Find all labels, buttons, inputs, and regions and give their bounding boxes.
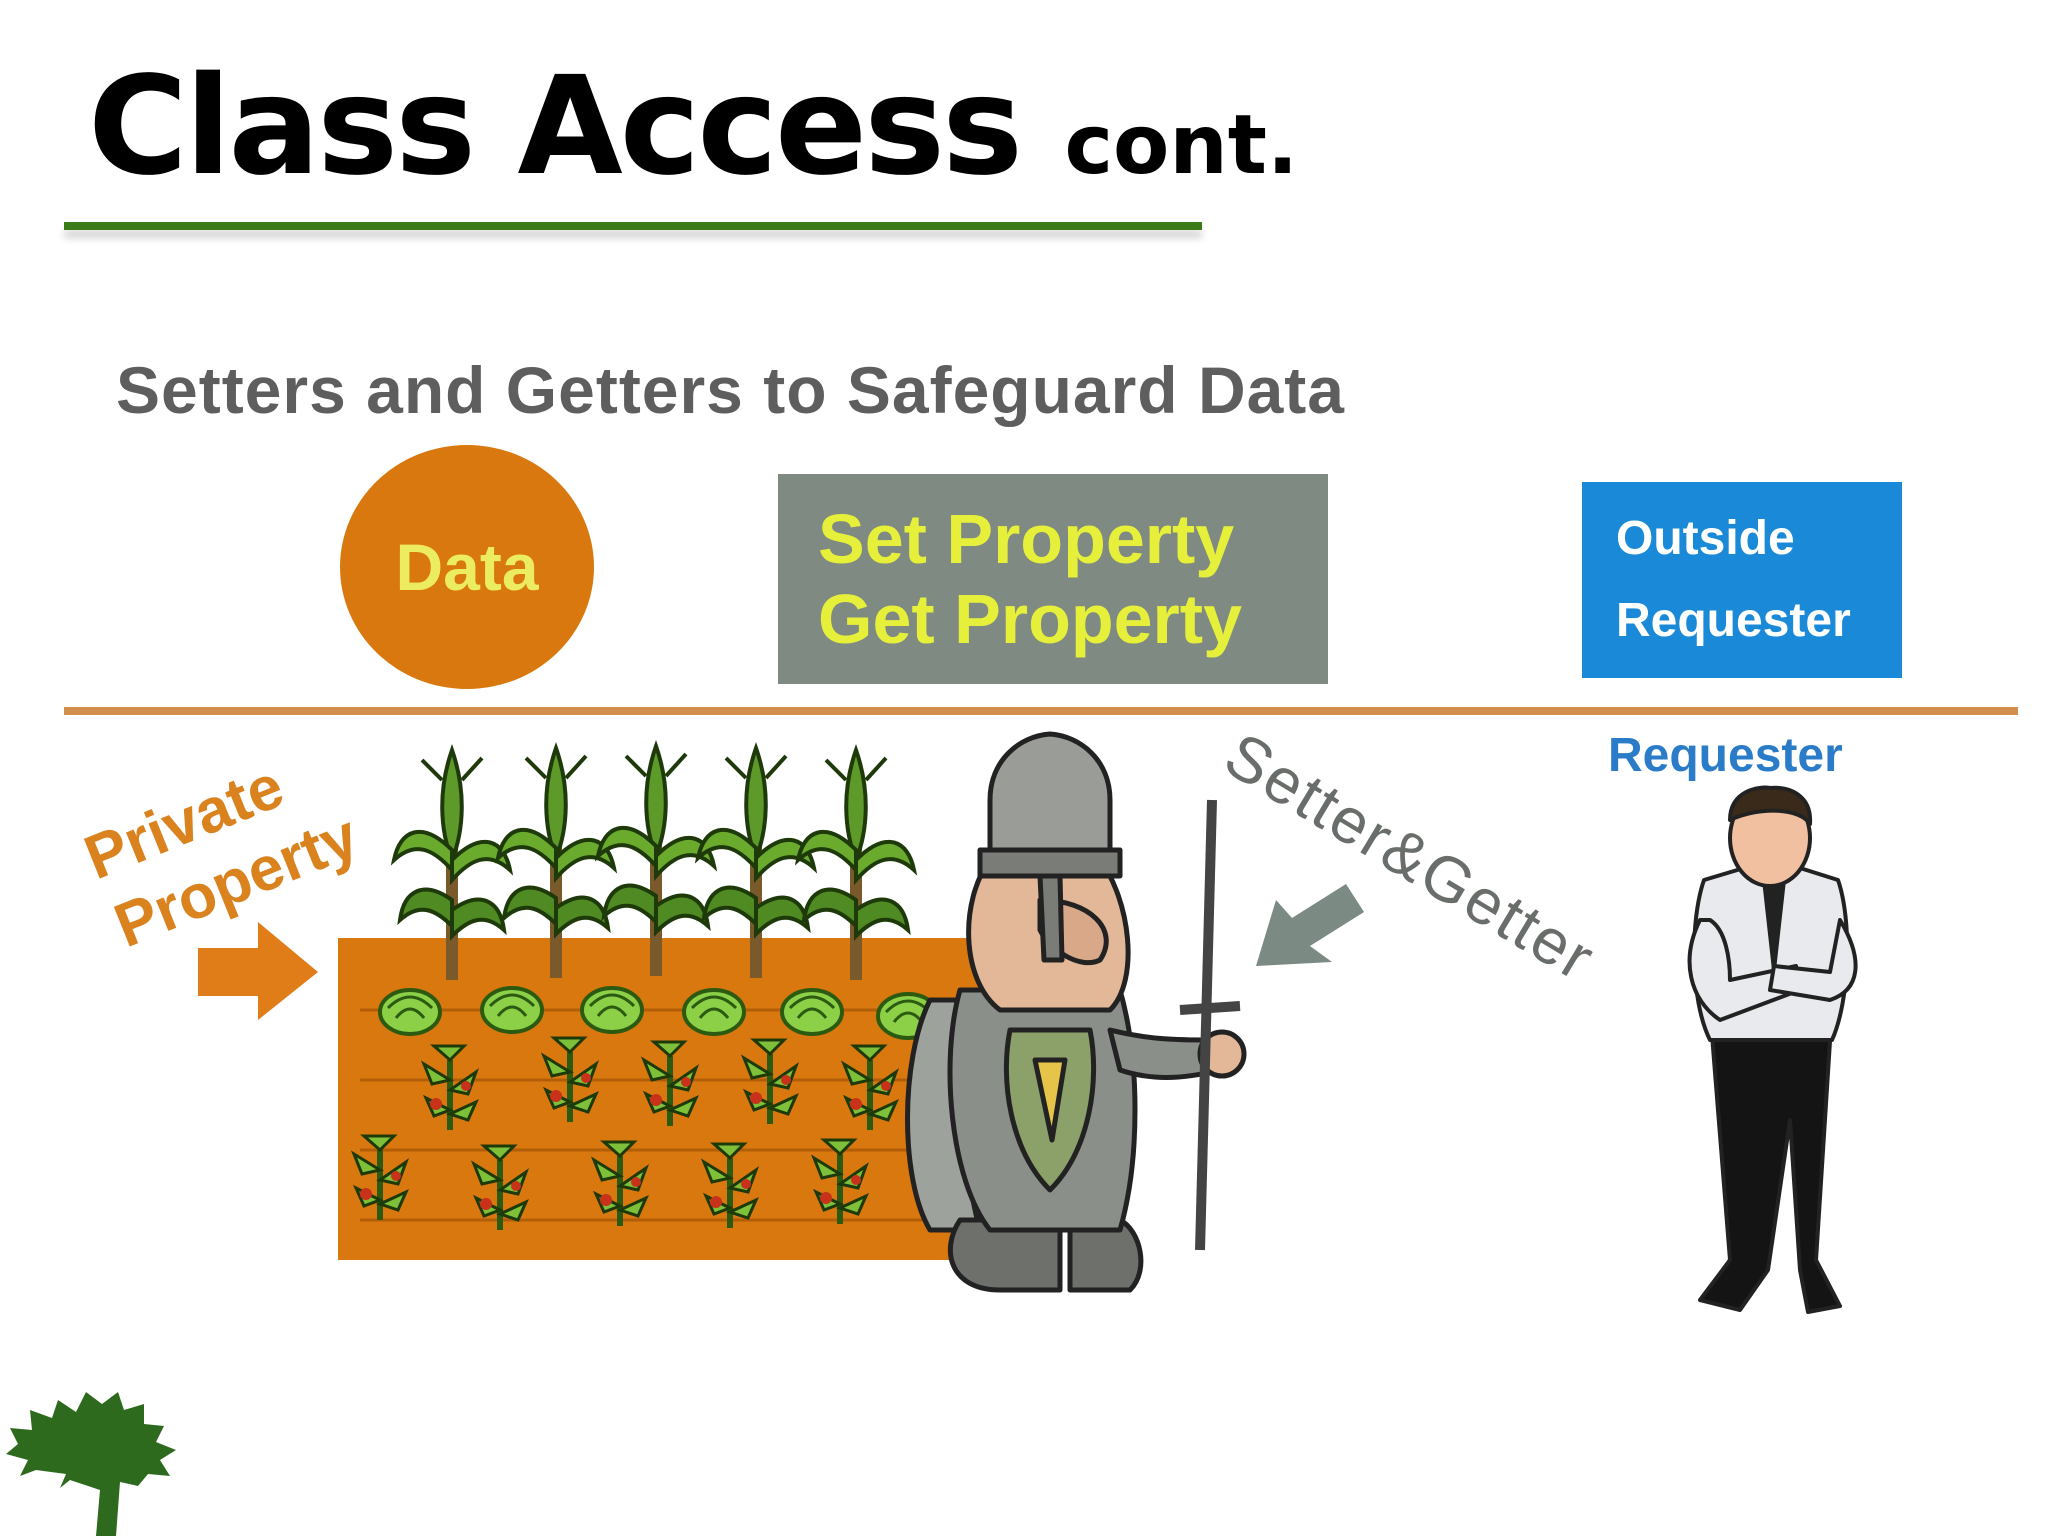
data-node: Data bbox=[340, 445, 594, 689]
slide-title-main: Class Access bbox=[88, 48, 1023, 206]
outside-requester-box: Outside Requester bbox=[1582, 482, 1902, 678]
accessor-box: Set Property Get Property bbox=[778, 474, 1328, 684]
slide-title: Class Access cont. bbox=[88, 52, 1298, 221]
outside-requester-line-2: Requester bbox=[1616, 594, 1851, 647]
requester-label: Requester bbox=[1608, 729, 1843, 782]
set-property-label: Set Property bbox=[818, 500, 1235, 578]
title-underline bbox=[64, 222, 1202, 230]
requester-person-icon bbox=[1687, 785, 1858, 1314]
private-property-label: Private Property bbox=[75, 752, 368, 961]
private-property-arrow-icon bbox=[198, 922, 318, 1020]
divider-line bbox=[64, 707, 2018, 715]
get-property-label: Get Property bbox=[818, 580, 1242, 658]
diagram-heading: Setters and Getters to Safeguard Data bbox=[116, 353, 1345, 427]
data-node-label: Data bbox=[395, 530, 539, 604]
slide-title-suffix: cont. bbox=[1064, 98, 1299, 193]
outside-requester-line-1: Outside bbox=[1616, 512, 1795, 565]
guard-knight-icon bbox=[905, 731, 1247, 1293]
tree-logo-icon bbox=[6, 1392, 176, 1536]
setter-getter-arrow-icon bbox=[1256, 884, 1364, 966]
